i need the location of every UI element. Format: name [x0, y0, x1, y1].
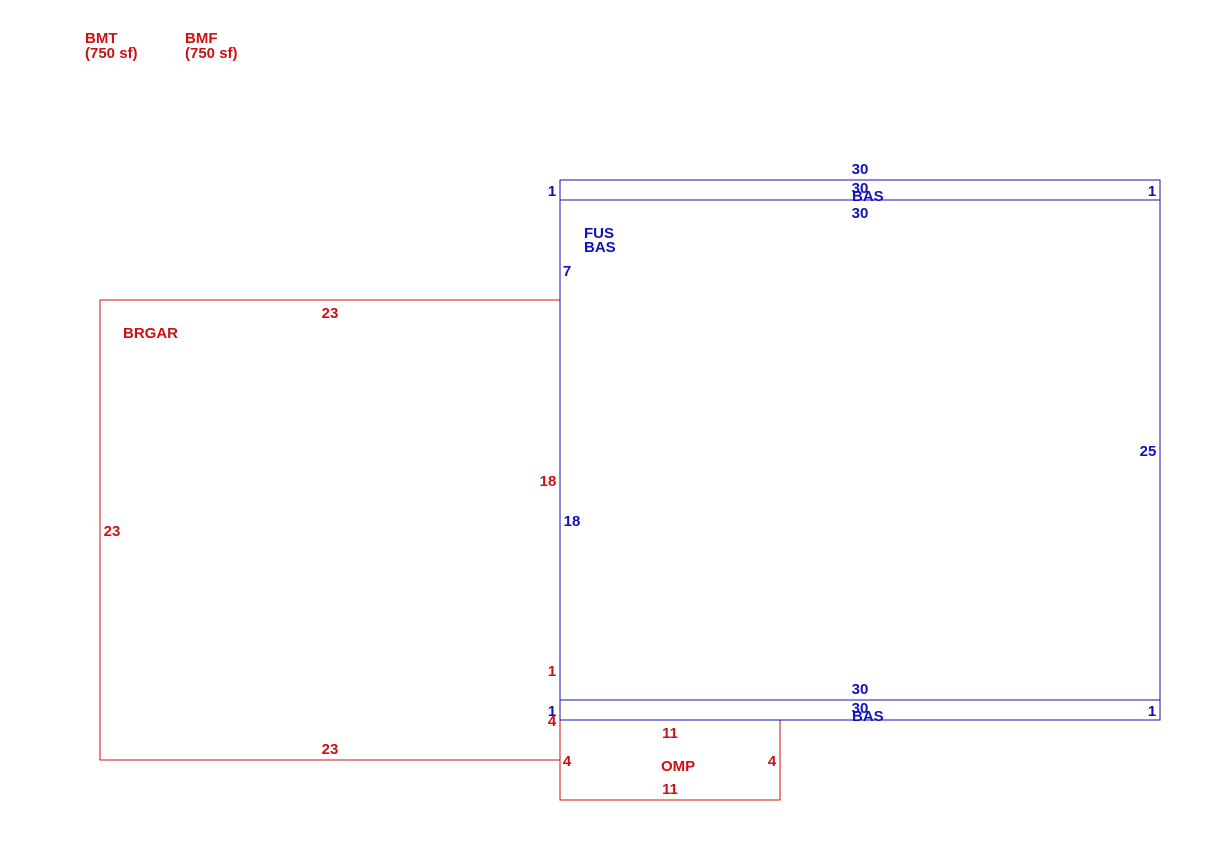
bottom-strip-dim-top: 30: [852, 700, 869, 717]
main-dim-right: 25: [1140, 443, 1157, 460]
garage-dim-right-lower: 1: [548, 663, 556, 680]
legend-bmt-area: (750 sf): [85, 45, 138, 62]
garage-dim-bottom: 23: [322, 741, 339, 758]
main-area-outline: [559, 199, 1161, 701]
main-code-line1: FUS: [584, 225, 614, 242]
main-code-line2: BAS: [584, 239, 616, 256]
legend-bmt-code: BMT: [85, 30, 118, 47]
garage-dim-top: 23: [322, 305, 339, 322]
top-strip-dim-right: 1: [1148, 183, 1156, 200]
porch-dim-left: 4: [563, 753, 572, 770]
garage-dim-right-bottom: 4: [548, 713, 557, 730]
main-dim-bottom: 30: [852, 681, 869, 698]
bottom-strip-dim-left: 1: [548, 703, 556, 720]
garage-outline: [99, 299, 560, 761]
legend-bmf-area: (750 sf): [185, 45, 238, 62]
main-dim-left-upper: 7: [563, 263, 571, 280]
porch-dim-bottom: 11: [662, 781, 678, 798]
porch-dim-top: 11: [662, 725, 678, 742]
top-strip-code: BAS: [852, 188, 884, 205]
porch-code: OMP: [661, 758, 695, 775]
porch-dim-right: 4: [768, 753, 777, 770]
top-strip-dim-left: 1: [548, 183, 556, 200]
main-dim-left-lower: 18: [564, 513, 581, 530]
bottom-strip-outline: [559, 699, 1161, 721]
legend-bmf-code: BMF: [185, 30, 218, 47]
garage-code: BRGAR: [123, 325, 178, 342]
main-dim-top: 30: [852, 205, 869, 222]
garage-dim-left: 23: [104, 523, 121, 540]
bottom-strip-dim-right: 1: [1148, 703, 1156, 720]
garage-dim-right-upper: 18: [540, 473, 557, 490]
bottom-strip-code: BAS: [852, 708, 884, 725]
top-strip-dim-top: 30: [852, 161, 869, 178]
top-strip-dim-bottom: 30: [852, 180, 869, 197]
